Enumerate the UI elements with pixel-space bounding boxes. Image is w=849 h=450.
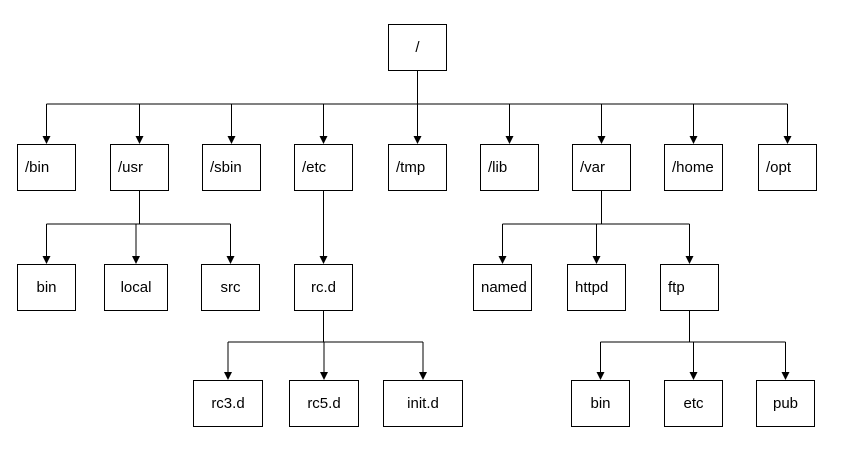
node-ftp-pub: pub <box>756 380 815 427</box>
node-rc5d: rc5.d <box>289 380 359 427</box>
node-var-named: named <box>473 264 532 311</box>
node-var: /var <box>572 144 631 191</box>
node-home: /home <box>664 144 723 191</box>
node-etc: /etc <box>294 144 353 191</box>
node-bin: /bin <box>17 144 76 191</box>
node-usr: /usr <box>110 144 169 191</box>
node-usr-bin: bin <box>17 264 76 311</box>
node-etc-rcd: rc.d <box>294 264 353 311</box>
node-initd: init.d <box>383 380 463 427</box>
node-ftp-etc: etc <box>664 380 723 427</box>
node-root: / <box>388 24 447 71</box>
node-var-ftp: ftp <box>660 264 719 311</box>
node-rc3d: rc3.d <box>193 380 263 427</box>
node-usr-src: src <box>201 264 260 311</box>
node-sbin: /sbin <box>202 144 261 191</box>
node-usr-local: local <box>104 264 168 311</box>
node-tmp: /tmp <box>388 144 447 191</box>
node-ftp-bin: bin <box>571 380 630 427</box>
node-var-httpd: httpd <box>567 264 626 311</box>
node-lib: /lib <box>480 144 539 191</box>
node-opt: /opt <box>758 144 817 191</box>
